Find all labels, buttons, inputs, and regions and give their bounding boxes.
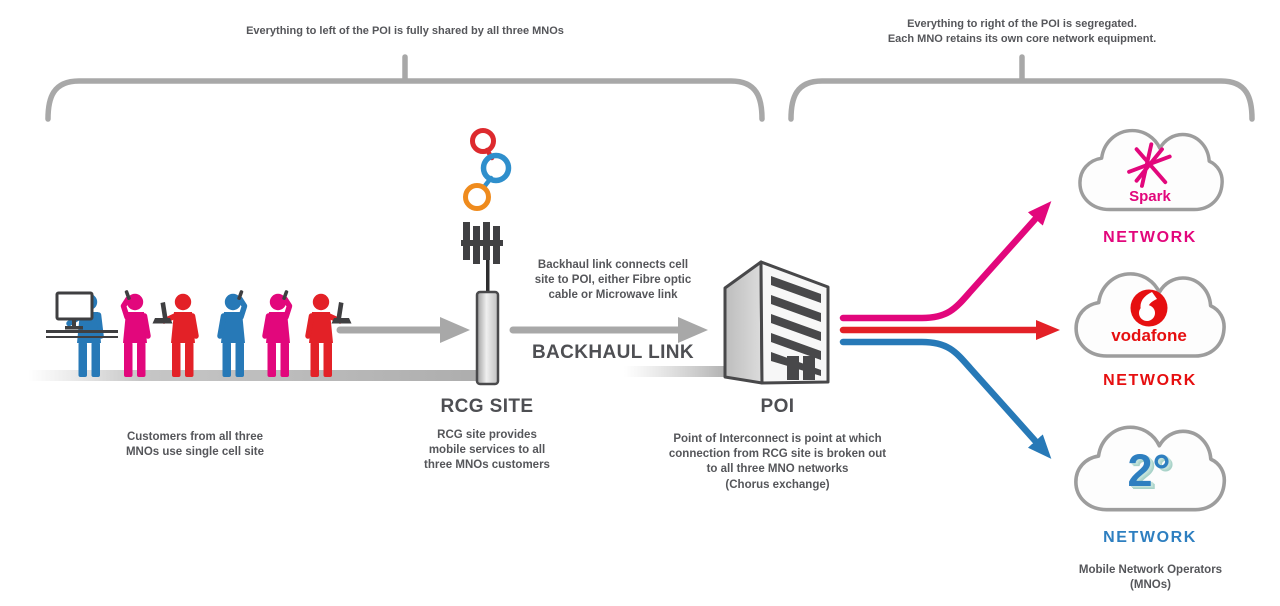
cell-tower-icon: [461, 222, 503, 386]
poi-label: POI: [760, 396, 795, 417]
customer-icon: [153, 294, 197, 377]
customer-icon: [265, 290, 290, 377]
network-link-spark: [839, 201, 1052, 322]
segregated-scope-bracket: [788, 54, 1255, 122]
vodafone-network-label: NETWORK: [1103, 372, 1197, 389]
rcg-site-caption: RCG site provides mobile services to all…: [424, 429, 550, 472]
twodegrees-cloud: 2°: [1070, 419, 1228, 522]
twodegrees-network-label: NETWORK: [1103, 529, 1197, 546]
rcg-site-label: RCG SITE: [440, 396, 534, 417]
mno-caption: Mobile Network Operators (MNOs): [1078, 564, 1223, 592]
rcg-logo-icon: [463, 128, 512, 211]
spark-cloud: Spark: [1076, 121, 1224, 223]
vodafone-logo-icon: [1130, 289, 1168, 327]
shared-note: Everything to left of the POI is fully s…: [246, 25, 564, 37]
spark-logo-icon: [1127, 141, 1172, 188]
customer-icon: [220, 290, 245, 377]
segregated-note: Everything to right of the POI is segreg…: [887, 18, 1157, 45]
backhaul-note: Backhaul link connects cell site to POI,…: [534, 259, 692, 302]
cloud-icon: [1074, 425, 1227, 512]
shared-scope-bracket: [45, 54, 765, 122]
customers-group: [46, 290, 352, 377]
vodafone-cloud: vodafone: [1072, 265, 1226, 369]
vodafone-logo-text: vodafone: [1111, 326, 1187, 345]
customer-icon: [123, 290, 148, 377]
spark-logo-text: Spark: [1129, 187, 1171, 205]
poi-caption: Point of Interconnect is point at which …: [668, 433, 887, 491]
twodegrees-logo-text: 2°: [1127, 445, 1171, 496]
customer-icon: [308, 294, 352, 377]
customers-caption: Customers from all three MNOs use single…: [125, 431, 265, 459]
network-link-2degrees: [839, 338, 1052, 459]
backhaul-link-label: BACKHAUL LINK: [531, 342, 695, 363]
ground-shadow: [28, 366, 726, 381]
desktop-computer-icon: [46, 291, 118, 338]
poi-building-icon: [723, 260, 830, 385]
spark-network-label: NETWORK: [1103, 229, 1197, 246]
